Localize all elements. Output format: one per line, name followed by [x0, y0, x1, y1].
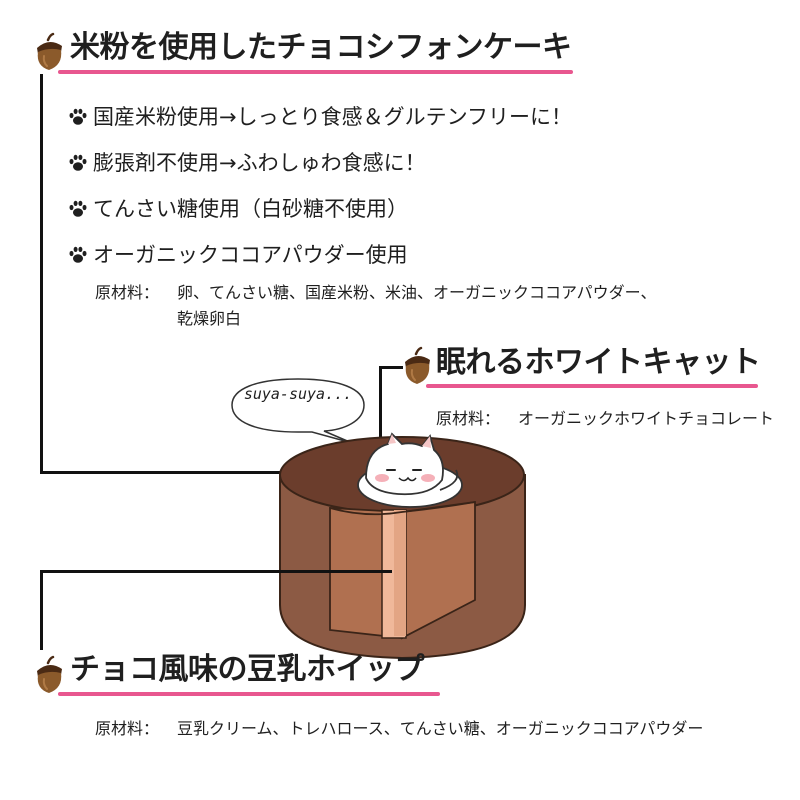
paw-icon [68, 245, 88, 265]
ingredients-line-1: 卵、てんさい糖、国産米粉、米油、オーガニックココアパウダー、 [177, 283, 657, 302]
speech-bubble [231, 378, 365, 444]
feature-item: てんさい糖使用（白砂糖不使用） [68, 196, 572, 222]
ingredients-label: 原材料： [95, 283, 160, 302]
paw-icon [68, 107, 88, 127]
white-cat-icon [357, 432, 463, 508]
ingredients-text: 豆乳クリーム、トレハロース、てんさい糖、オーガニックココアパウダー [177, 719, 704, 738]
paw-icon [68, 199, 88, 219]
white-cat-ingredients: 原材料： オーガニックホワイトチョコレート [436, 406, 774, 432]
leader-line-cat-vertical [379, 366, 382, 444]
leader-line-chiffon-vertical [40, 74, 43, 474]
leader-line-cat-horizontal [379, 366, 403, 369]
speech-bubble-text: suya-suya... [243, 385, 353, 403]
feature-item: オーガニックココアパウダー使用 [68, 242, 572, 268]
acorn-icon [32, 32, 66, 72]
whip-ingredients: 原材料： 豆乳クリーム、トレハロース、てんさい糖、オーガニックココアパウダー [95, 716, 703, 742]
chiffon-feature-list: 国産米粉使用→しっとり食感＆グルテンフリーに！ 膨張剤不使用→ふわしゅわ食感に！… [68, 104, 572, 288]
ingredients-label: 原材料： [436, 409, 501, 428]
white-cat-heading-underline [426, 384, 758, 388]
whip-heading: チョコ風味の豆乳ホイップ [70, 652, 425, 687]
white-cat-heading: 眠れるホワイトキャット [436, 345, 761, 380]
ingredients-label: 原材料： [95, 719, 160, 738]
leader-line-whip-vertical [40, 570, 43, 650]
acorn-icon [400, 346, 434, 386]
acorn-icon [32, 655, 66, 695]
chiffon-heading: 米粉を使用したチョコシフォンケーキ [70, 30, 572, 65]
chiffon-heading-underline [58, 70, 573, 74]
leader-line-whip-horizontal [40, 570, 392, 573]
whip-heading-underline [58, 692, 440, 696]
feature-item: 膨張剤不使用→ふわしゅわ食感に！ [68, 150, 572, 176]
feature-item: 国産米粉使用→しっとり食感＆グルテンフリーに！ [68, 104, 572, 130]
leader-line-chiffon-horizontal [40, 471, 302, 474]
paw-icon [68, 153, 88, 173]
chiffon-cake-illustration [279, 432, 526, 660]
chiffon-ingredients: 原材料： 卵、てんさい糖、国産米粉、米油、オーガニックココアパウダー、 乾燥卵白 [95, 280, 657, 332]
ingredients-line-2: 乾燥卵白 [177, 309, 242, 328]
ingredients-text: オーガニックホワイトチョコレート [518, 409, 775, 428]
